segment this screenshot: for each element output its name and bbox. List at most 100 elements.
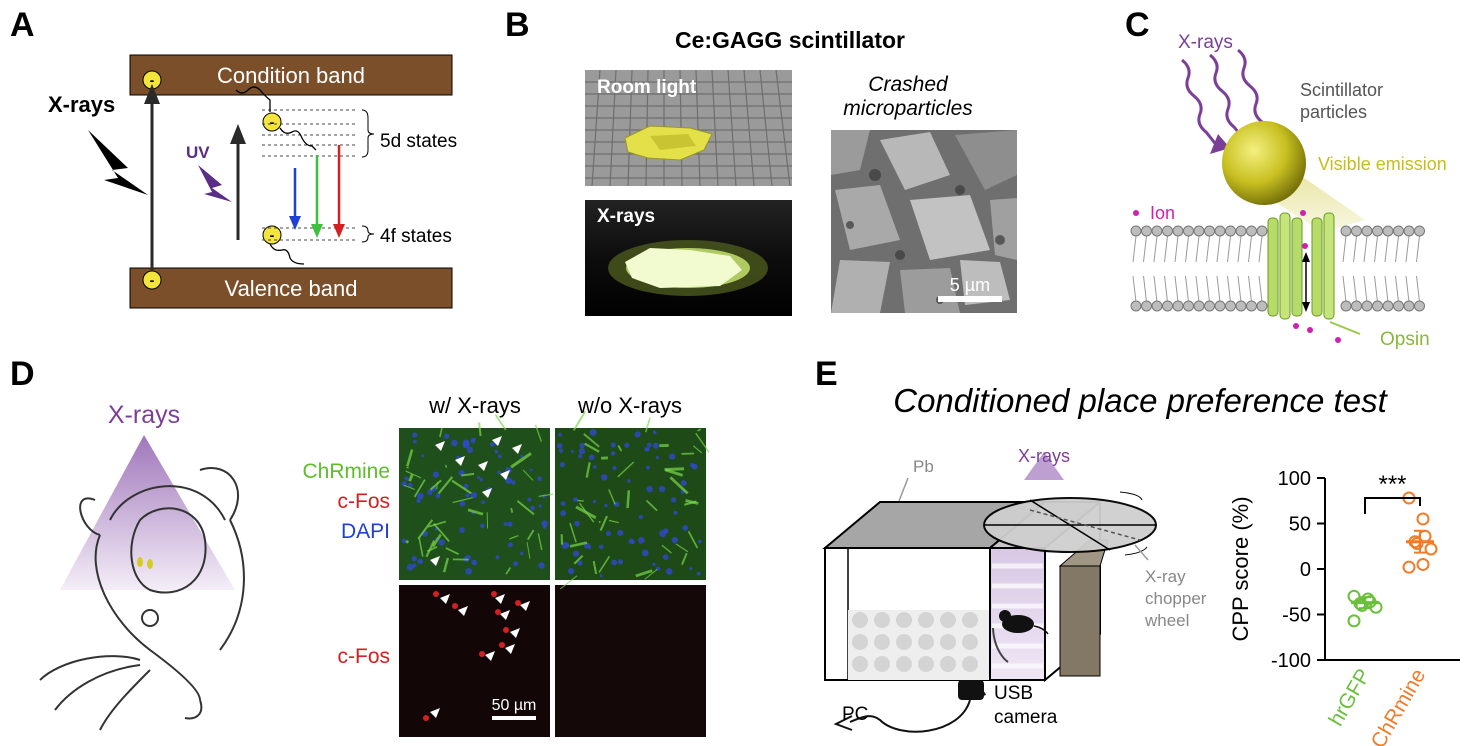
usb-label-1: USB [994, 683, 1033, 704]
dapi-nucleus [412, 432, 417, 437]
dapi-nucleus [421, 454, 424, 457]
dapi-nucleus [444, 434, 449, 439]
data-point [1349, 615, 1360, 626]
condition-band-label: Condition band [217, 63, 365, 88]
dapi-nucleus [530, 506, 535, 511]
dapi-nucleus [698, 540, 702, 544]
lipid-tail [1417, 276, 1420, 302]
dapi-nucleus [646, 447, 650, 451]
dapi-nucleus [638, 537, 645, 544]
ion-flow-arrowhead-up [1302, 252, 1310, 262]
dapi-nucleus [504, 522, 508, 526]
4f-states-label: 4f states [380, 226, 452, 247]
lipid-tail [1259, 236, 1262, 262]
uv-lightning-icon [198, 165, 232, 202]
dapi-nucleus [659, 530, 666, 537]
dapi-nucleus [412, 556, 417, 561]
electron-sign: - [270, 114, 275, 130]
lipid-head [1257, 301, 1267, 311]
pb-pointer [899, 478, 908, 501]
dapi-nucleus [481, 500, 485, 504]
lipid-head [1352, 226, 1362, 236]
y-tick-label: 50 [1289, 514, 1311, 536]
lipid-tail [1133, 276, 1136, 302]
dapi-nucleus [433, 472, 439, 478]
uv-label: UV [186, 143, 210, 162]
lipid-tail [1385, 236, 1388, 262]
lipid-tail [1238, 276, 1241, 302]
panel-d-letter: D [10, 355, 35, 393]
dapi-nucleus [558, 433, 562, 437]
crashed-label-2: microparticles [843, 97, 973, 120]
lipid-head [1373, 226, 1383, 236]
data-point [1418, 513, 1429, 524]
opsin-pointer [1330, 322, 1360, 334]
dapi-nucleus [471, 439, 475, 443]
lipid-tail [1196, 276, 1199, 302]
lipid-head [1131, 226, 1141, 236]
dapi-nucleus [530, 469, 533, 472]
lipid-head [1404, 226, 1414, 236]
lipid-tail [1375, 276, 1378, 302]
col-with-xrays: w/ X-rays [428, 393, 521, 418]
xrays-label-a: X-rays [48, 92, 115, 117]
lipid-head [1142, 226, 1152, 236]
lipid-tail [1238, 236, 1241, 262]
5d-states-label: 5d states [380, 131, 457, 152]
lipid-tail [1144, 236, 1147, 262]
dapi-nucleus [560, 510, 566, 516]
col-without-xrays: w/o X-rays [577, 393, 682, 418]
dapi-nucleus [559, 449, 563, 453]
chopper-label-2: chopper [1145, 589, 1207, 608]
dapi-nucleus [673, 511, 677, 515]
lipid-tail [1354, 236, 1357, 262]
lipid-head [1362, 226, 1372, 236]
dapi-nucleus [538, 562, 544, 568]
dapi-nucleus [579, 443, 584, 448]
y-tick-label: -100 [1271, 650, 1311, 672]
dapi-nucleus [463, 440, 470, 447]
panel-e-letter: E [815, 355, 838, 393]
chrmine-fiber [628, 490, 629, 508]
panel-b: B Ce:GAGG scintillator Room light [505, 6, 1017, 316]
lipid-head [1394, 301, 1404, 311]
lipid-tail [1196, 236, 1199, 262]
chopper-label-1: X-ray [1145, 567, 1186, 586]
dapi-nucleus [557, 443, 563, 449]
lipid-head [1184, 301, 1194, 311]
dapi-nucleus [663, 554, 669, 560]
dapi-nucleus [508, 542, 513, 547]
dapi-nucleus [653, 431, 657, 435]
chrmine-fiber [406, 541, 408, 543]
xrays-label-e: X-rays [1018, 446, 1070, 466]
dapi-nucleus [631, 540, 635, 544]
dapi-nucleus [571, 450, 574, 453]
cfos-without-xrays [555, 585, 706, 737]
lipid-head [1205, 301, 1215, 311]
dapi-nucleus [498, 454, 502, 458]
dapi-nucleus [593, 500, 596, 503]
dapi-nucleus [573, 551, 579, 557]
dapi-nucleus [417, 559, 423, 565]
dapi-nucleus [611, 451, 615, 455]
dapi-nucleus [459, 527, 465, 533]
lipid-tail [1343, 276, 1346, 302]
lipid-head [1341, 226, 1351, 236]
chrmine-fiber [601, 458, 608, 459]
data-point [1404, 562, 1415, 573]
panel-a-letter: A [10, 6, 35, 44]
lipid-tail [1207, 236, 1210, 262]
dapi-nucleus [599, 545, 603, 549]
significance-stars: *** [1378, 471, 1406, 498]
xrays-label-c: X-rays [1178, 32, 1233, 53]
dapi-nucleus [467, 447, 473, 453]
data-point [1418, 559, 1429, 570]
dapi-nucleus [537, 476, 542, 481]
chopper-label-3: wheel [1144, 611, 1189, 630]
dapi-nucleus [590, 429, 597, 436]
panel-e-title: Conditioned place preference test [893, 382, 1388, 419]
lipid-tail [1228, 276, 1231, 302]
dapi-nucleus [593, 465, 597, 469]
dapi-nucleus [480, 524, 485, 529]
valence-band-label: Valence band [225, 276, 358, 301]
